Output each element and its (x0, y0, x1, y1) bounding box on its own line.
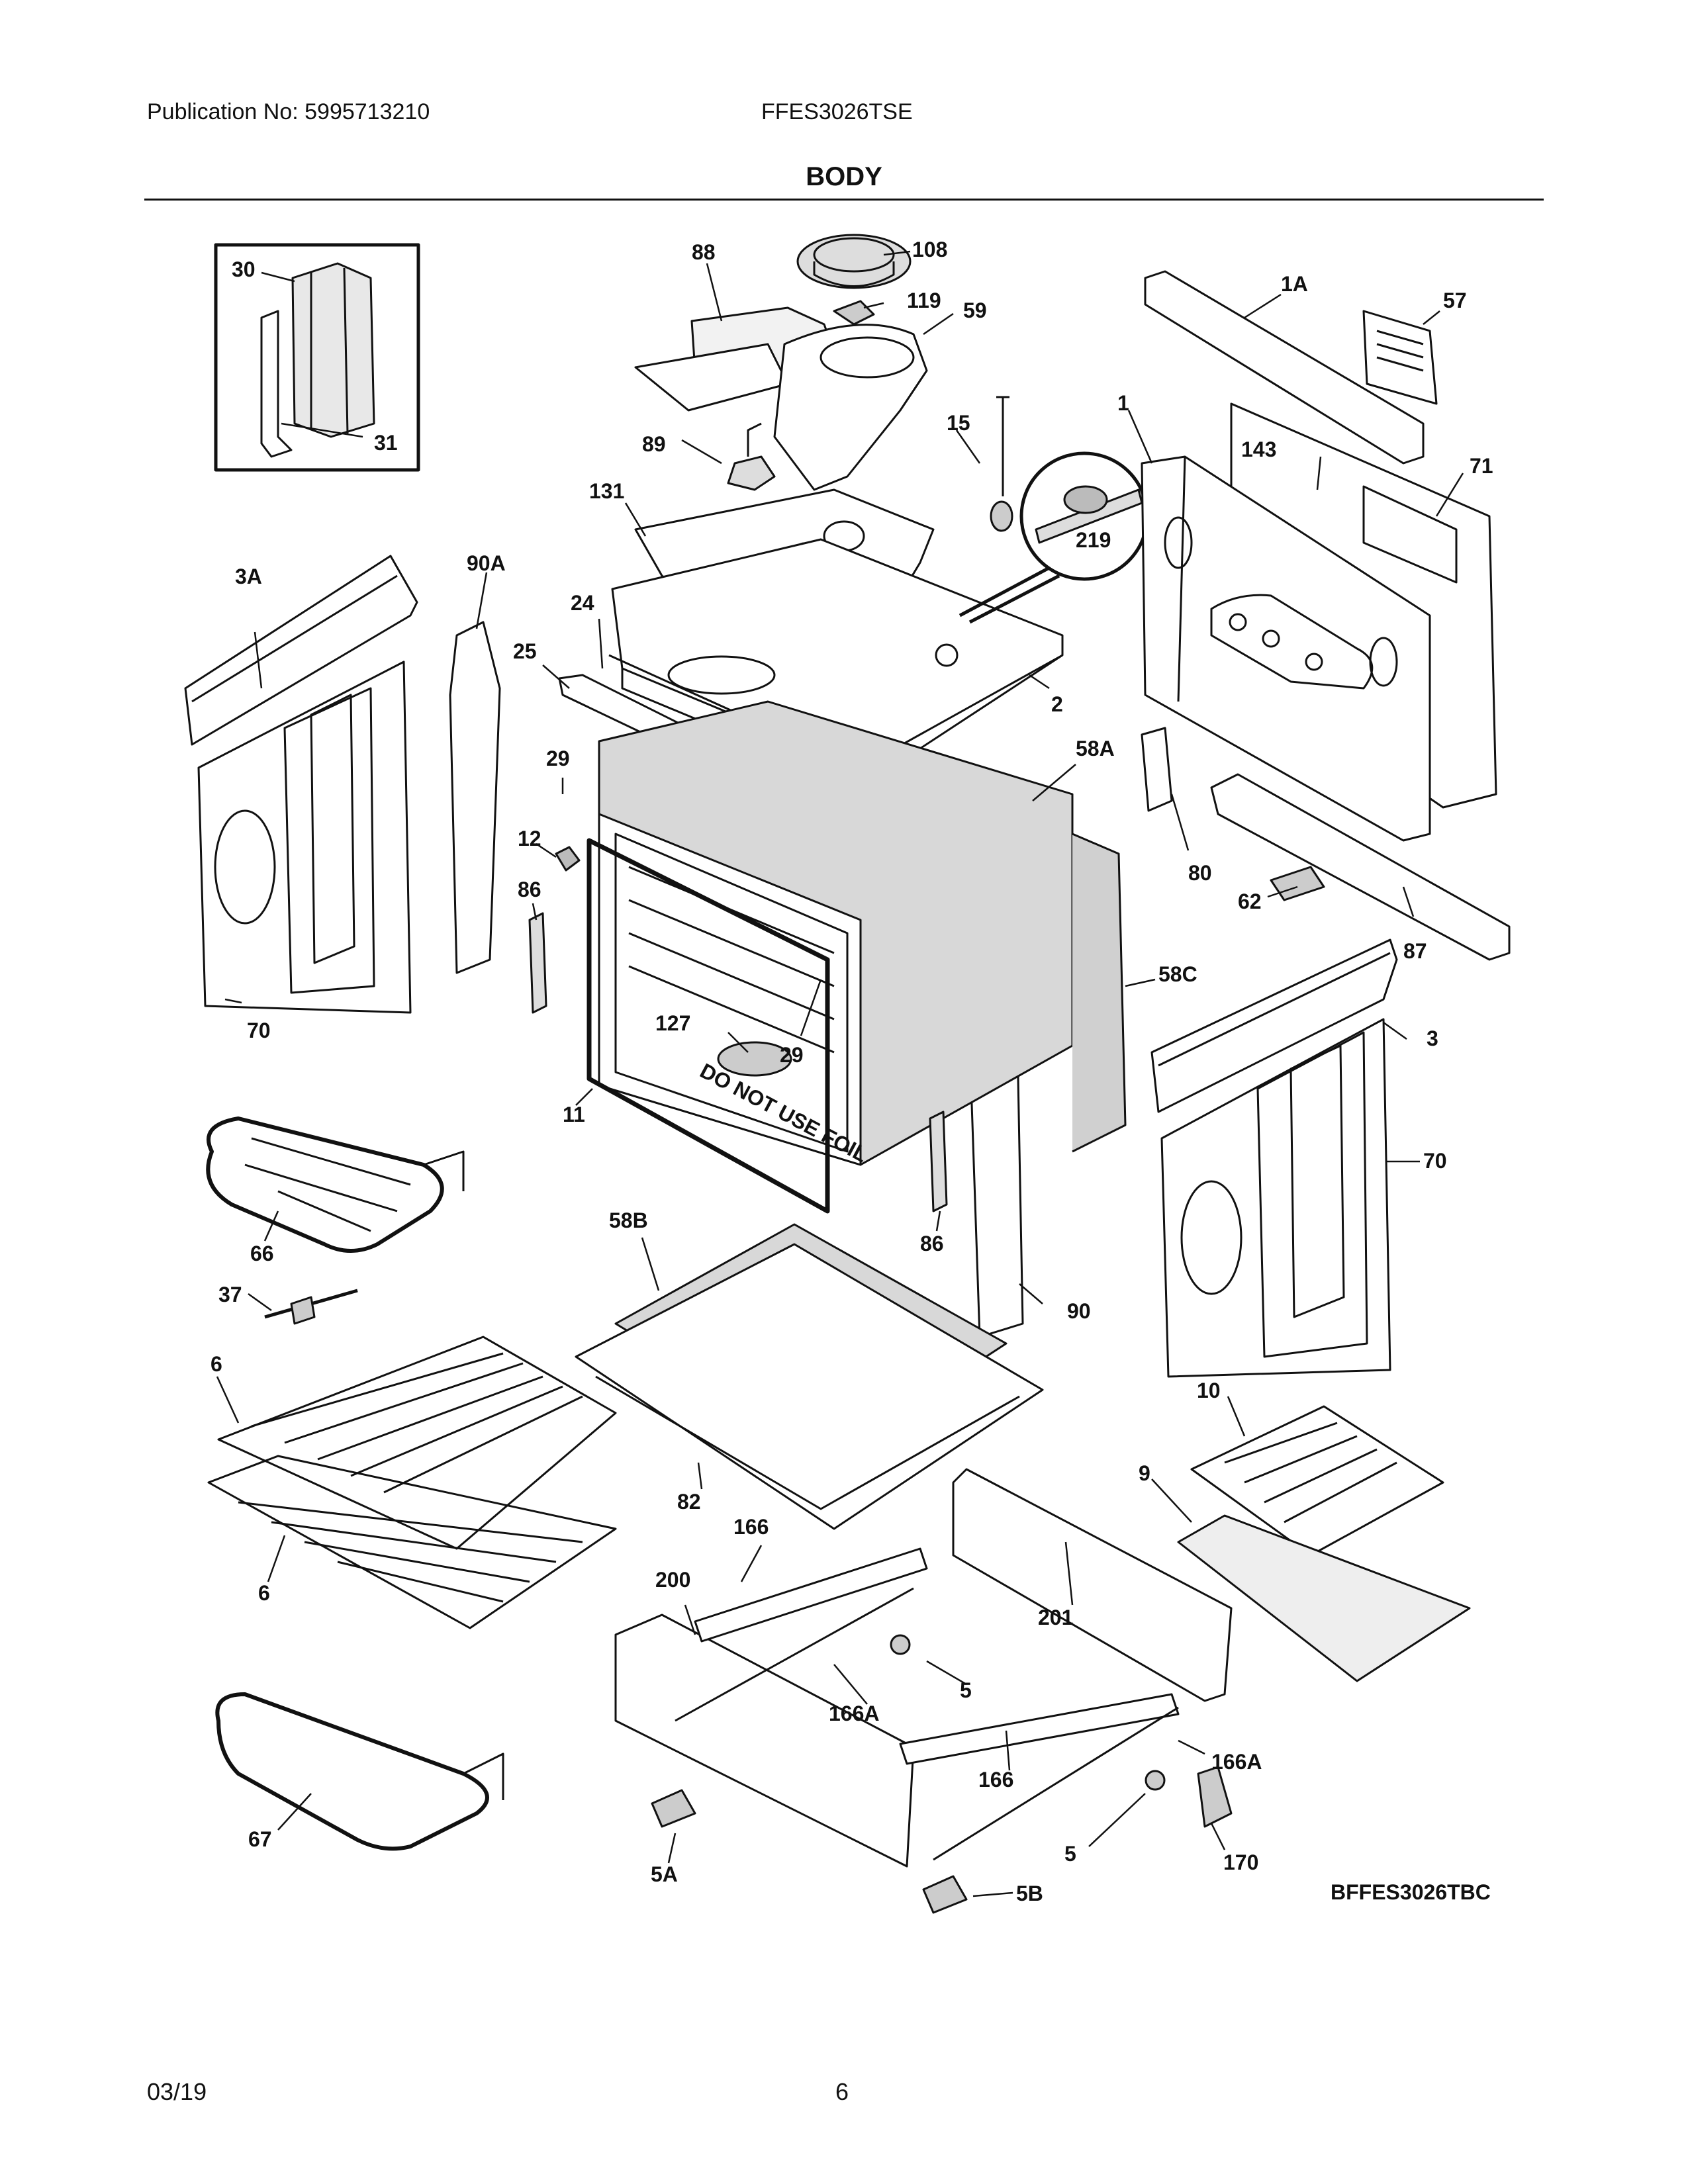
callout: 200 (655, 1568, 690, 1592)
callout: 15 (947, 411, 970, 435)
callout: 66 (250, 1242, 274, 1265)
callout: 131 (589, 479, 624, 503)
broil-pan-grid (1190, 1405, 1444, 1557)
callout: 5B (1016, 1882, 1043, 1905)
callout: 30 (232, 257, 256, 281)
callout: 143 (1241, 437, 1276, 461)
sensor-and-cutoff (959, 396, 1149, 624)
callout: 3 (1427, 1026, 1438, 1050)
callout-labels: 30 31 88 108 119 59 1A 57 1 143 71 15 21… (211, 238, 1493, 1905)
leveling-legs (651, 1634, 1233, 1914)
callout: 6 (258, 1581, 270, 1605)
oven-rack-upper (217, 1336, 617, 1550)
callout: 89 (642, 432, 666, 456)
model-number: FFES3026TSE (761, 99, 913, 124)
callout: 219 (1076, 528, 1111, 552)
header-rule (144, 199, 1544, 201)
side-panel-right (1160, 1018, 1391, 1378)
callout: 11 (563, 1103, 585, 1126)
callout: 37 (218, 1283, 242, 1306)
bottom-frame (575, 1243, 1044, 1530)
callout: 58A (1076, 737, 1115, 760)
callout: 166 (733, 1515, 769, 1539)
broil-element (206, 1116, 465, 1253)
callout: 166A (829, 1702, 880, 1725)
oven-rack-lower (207, 1455, 617, 1629)
publication-date: 03/19 (147, 2078, 207, 2105)
callout: 90 (1067, 1299, 1091, 1323)
callout: 24 (571, 591, 594, 615)
base-frame (614, 1468, 1233, 1868)
inset-box (214, 243, 420, 472)
bake-element (215, 1692, 504, 1851)
callout: 82 (677, 1490, 701, 1514)
callout: 80 (1188, 861, 1212, 885)
callout: 12 (518, 827, 541, 850)
callout: 1A (1281, 272, 1308, 296)
callout: 62 (1238, 889, 1262, 913)
trim-strip-left (449, 621, 501, 974)
bracket-80 (1141, 727, 1173, 812)
broil-pan-base (1177, 1514, 1471, 1682)
callout: 166 (978, 1768, 1013, 1792)
callout: 5 (1064, 1842, 1076, 1866)
callout: 201 (1038, 1606, 1073, 1629)
callout: 90A (467, 551, 506, 575)
callout: 5 (960, 1678, 972, 1702)
leader-lines (216, 250, 1464, 1897)
callout: 70 (1423, 1149, 1447, 1173)
callout: 108 (912, 238, 947, 261)
callout: 71 (1470, 454, 1493, 478)
callout: 3A (235, 565, 262, 588)
callout: 6 (211, 1352, 222, 1376)
callout: 59 (963, 298, 987, 322)
callout: 86 (518, 878, 541, 901)
callout: 9 (1139, 1461, 1150, 1485)
callout: 29 (546, 747, 570, 770)
publication-number: Publication No: 5995713210 (147, 99, 430, 124)
callout: 119 (907, 289, 941, 312)
callout: 67 (248, 1827, 272, 1851)
callout: 1 (1117, 391, 1129, 415)
callout: 25 (513, 639, 537, 663)
callout: 127 (655, 1011, 690, 1035)
diagram-code: BFFES3026TBC (1331, 1880, 1491, 1904)
side-panel-left (197, 660, 412, 1014)
callout: 2 (1051, 692, 1063, 716)
page-number: 6 (835, 2078, 849, 2105)
sensor-37 (264, 1289, 358, 1325)
callout: 170 (1223, 1850, 1258, 1874)
callout: 88 (692, 240, 716, 264)
callout: 29 (780, 1043, 804, 1067)
callout: 166A (1211, 1750, 1262, 1774)
callout: 87 (1403, 939, 1427, 963)
callout: 10 (1197, 1379, 1221, 1402)
callout: 31 (374, 431, 398, 455)
hinge-right (929, 1111, 948, 1212)
side-trim-right (1150, 938, 1398, 1113)
hinge-left (528, 912, 547, 1014)
callout: 57 (1443, 289, 1467, 312)
callout: 70 (247, 1019, 271, 1042)
callout: 58B (609, 1208, 648, 1232)
callout: 86 (920, 1232, 944, 1255)
door-gasket (586, 838, 830, 1214)
callout: 5A (651, 1862, 678, 1886)
section-title: BODY (806, 162, 882, 191)
oven-cavity (598, 700, 1127, 1166)
probe-12 (555, 846, 581, 872)
side-trim-left (184, 555, 418, 746)
rear-panel (1141, 270, 1497, 842)
callout: 58C (1158, 962, 1197, 986)
